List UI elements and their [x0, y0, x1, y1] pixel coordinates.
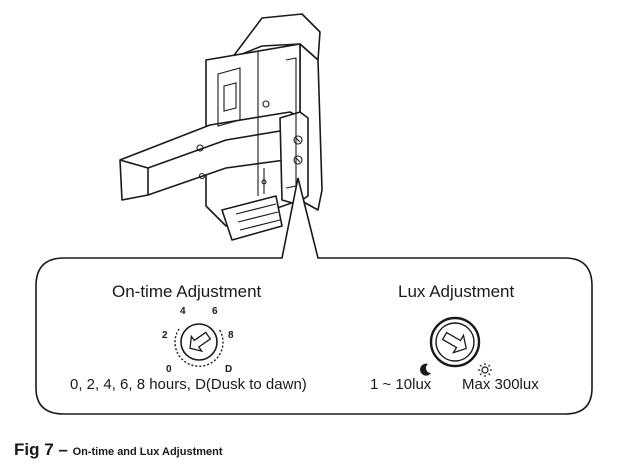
lux-title: Lux Adjustment — [398, 282, 515, 301]
sun-icon — [478, 363, 492, 377]
dial-mark-8: 8 — [228, 330, 234, 341]
moon-icon — [420, 363, 431, 376]
dial-mark-0: 0 — [166, 364, 172, 375]
dial-mark-2: 2 — [162, 330, 168, 341]
switch — [217, 67, 241, 127]
lux-arrow — [441, 331, 468, 354]
lux-dial — [429, 316, 481, 368]
lux-min-label: 1 ~ 10lux — [370, 376, 432, 393]
housing-top — [231, 13, 321, 61]
caption-fig-number: Fig 7 — [14, 440, 54, 459]
dial-lux-small — [293, 155, 303, 165]
caption-dash: – — [53, 440, 73, 459]
dial-mark-d: D — [225, 364, 233, 375]
dial-on-time-small — [293, 135, 303, 145]
dial-mark-6: 6 — [212, 306, 218, 317]
figure-caption: Fig 7 – On-time and Lux Adjustment — [14, 440, 223, 460]
lux-max-label: Max 300lux — [462, 376, 539, 393]
on-time-description: 0, 2, 4, 6, 8 hours, D(Dusk to dawn) — [70, 376, 307, 393]
on-time-arrow — [189, 331, 212, 353]
on-time-dial — [174, 323, 224, 367]
on-time-title: On-time Adjustment — [112, 282, 262, 301]
caption-text: On-time and Lux Adjustment — [72, 446, 223, 458]
dial-mark-4: 4 — [180, 306, 186, 317]
